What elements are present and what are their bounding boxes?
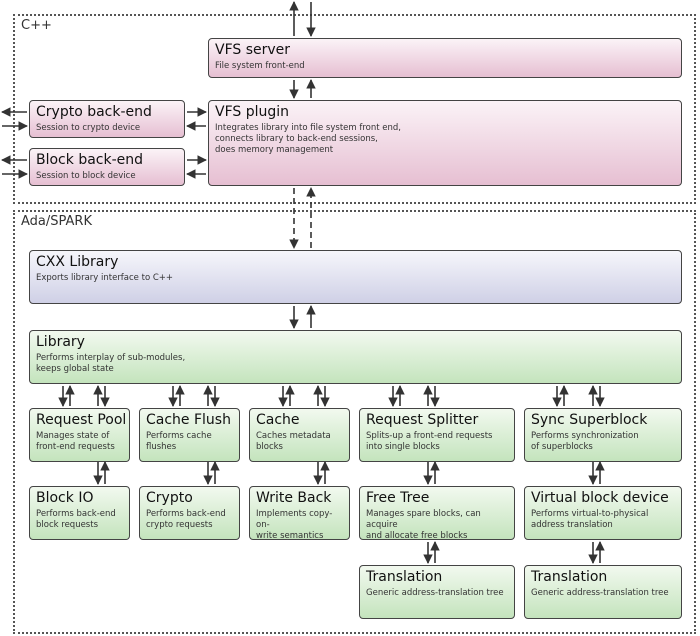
translation-1-title: Translation (366, 569, 443, 585)
vfs-server-title: VFS server (215, 42, 291, 58)
library-desc: Performs interplay of sub-modules, keeps… (36, 353, 186, 374)
block-io-title: Block IO (36, 490, 94, 506)
free-tree-title: Free Tree (366, 490, 430, 506)
vfs-server-desc: File system front-end (215, 61, 305, 71)
block-io-desc: Performs back-end block requests (36, 509, 116, 530)
write-back-box: Write Back Implements copy-on- write sem… (249, 486, 350, 540)
translation-1-desc: Generic address-translation tree (366, 588, 504, 598)
sync-superblock-desc: Performs synchronization of superblocks (531, 431, 639, 452)
block-back-end-desc: Session to block device (36, 171, 136, 181)
free-tree-box: Free Tree Manages spare blocks, can acqu… (359, 486, 515, 540)
translation-2-desc: Generic address-translation tree (531, 588, 669, 598)
request-pool-box: Request Pool Manages state of front-end … (29, 408, 130, 462)
crypto-box: Crypto Performs back-end crypto requests (139, 486, 240, 540)
virtual-block-device-title: Virtual block device (531, 490, 669, 506)
ada-group-label: Ada/SPARK (21, 214, 92, 229)
block-back-end-box: Block back-end Session to block device (29, 148, 185, 186)
crypto-back-end-desc: Session to crypto device (36, 123, 141, 133)
crypto-title: Crypto (146, 490, 193, 506)
crypto-back-end-title: Crypto back-end (36, 104, 152, 120)
cache-flush-desc: Performs cache flushes (146, 431, 212, 452)
cxx-library-title: CXX Library (36, 254, 119, 270)
vfs-server-box: VFS server File system front-end (208, 38, 682, 78)
cache-desc: Caches metadata blocks (256, 431, 331, 452)
vfs-plugin-title: VFS plugin (215, 104, 290, 120)
write-back-desc: Implements copy-on- write semantics (256, 509, 333, 540)
cxx-library-desc: Exports library interface to C++ (36, 273, 174, 283)
cpp-group-label: C++ (21, 18, 52, 33)
cxx-library-box: CXX Library Exports library interface to… (29, 250, 682, 304)
block-io-box: Block IO Performs back-end block request… (29, 486, 130, 540)
request-pool-desc: Manages state of front-end requests (36, 431, 115, 452)
cpp-group: C++ (13, 14, 696, 204)
request-splitter-box: Request Splitter Splits-up a front-end r… (359, 408, 515, 462)
sync-superblock-box: Sync Superblock Performs synchronization… (524, 408, 682, 462)
vfs-plugin-box: VFS plugin Integrates library into file … (208, 100, 682, 186)
cache-title: Cache (256, 412, 300, 428)
request-splitter-desc: Splits-up a front-end requests into sing… (366, 431, 493, 452)
ada-group: Ada/SPARK (13, 210, 696, 634)
write-back-title: Write Back (256, 490, 332, 506)
translation-2-title: Translation (531, 569, 608, 585)
virtual-block-device-desc: Performs virtual-to-physical address tra… (531, 509, 649, 530)
vfs-plugin-desc: Integrates library into file system fron… (215, 123, 401, 155)
cache-flush-title: Cache Flush (146, 412, 231, 428)
cache-box: Cache Caches metadata blocks (249, 408, 350, 462)
block-back-end-title: Block back-end (36, 152, 144, 168)
request-pool-title: Request Pool (36, 412, 127, 428)
crypto-desc: Performs back-end crypto requests (146, 509, 226, 530)
translation-box-1: Translation Generic address-translation … (359, 565, 515, 619)
sync-superblock-title: Sync Superblock (531, 412, 648, 428)
request-splitter-title: Request Splitter (366, 412, 479, 428)
cache-flush-box: Cache Flush Performs cache flushes (139, 408, 240, 462)
library-title: Library (36, 334, 85, 350)
crypto-back-end-box: Crypto back-end Session to crypto device (29, 100, 185, 138)
translation-box-2: Translation Generic address-translation … (524, 565, 682, 619)
virtual-block-device-box: Virtual block device Performs virtual-to… (524, 486, 682, 540)
library-box: Library Performs interplay of sub-module… (29, 330, 682, 384)
free-tree-desc: Manages spare blocks, can acquire and al… (366, 509, 481, 540)
